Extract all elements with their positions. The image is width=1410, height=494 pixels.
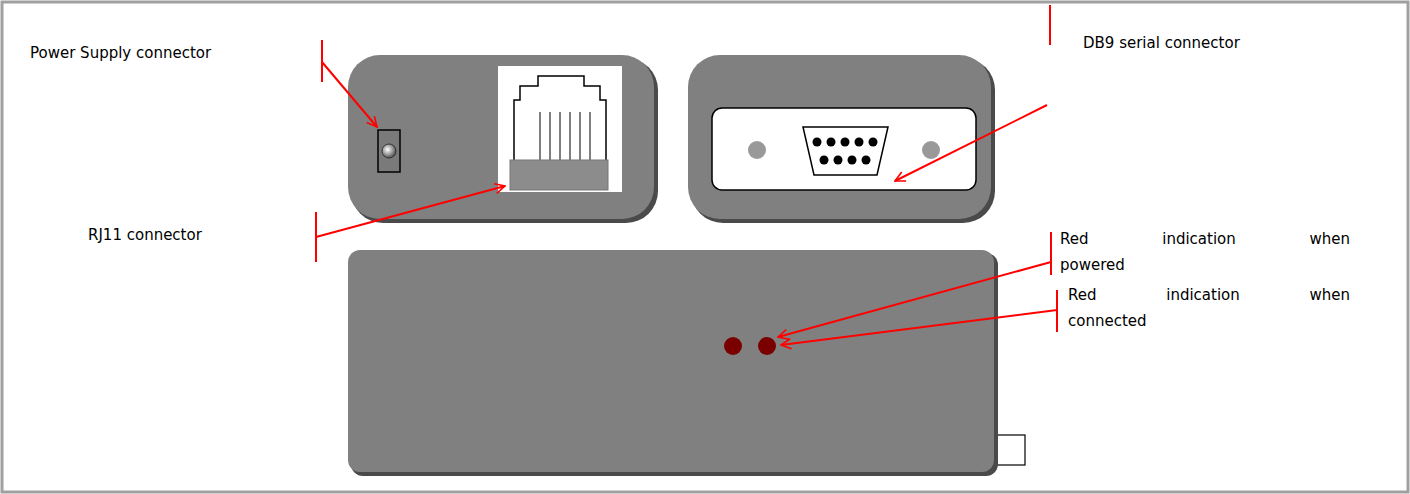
db9-plate (712, 108, 976, 190)
part-label: RJ11 connector (88, 222, 202, 248)
db9-shell (803, 127, 888, 175)
part-label: DB9 serial connector (1083, 30, 1240, 56)
indicator-label: Red indication when connected (1068, 282, 1350, 334)
db9-pins (813, 138, 878, 165)
rj11-jack (498, 66, 622, 192)
indicator-label: Red indication when powered (1060, 226, 1350, 278)
connector-panel-left (348, 55, 658, 223)
connector-panel-right (688, 55, 995, 223)
leader-lines (316, 5, 1057, 345)
device-body (348, 250, 1025, 476)
power-jack (378, 130, 400, 172)
part-label: Power Supply connector (30, 40, 211, 66)
power-led (724, 337, 742, 355)
connect-led (758, 337, 776, 355)
